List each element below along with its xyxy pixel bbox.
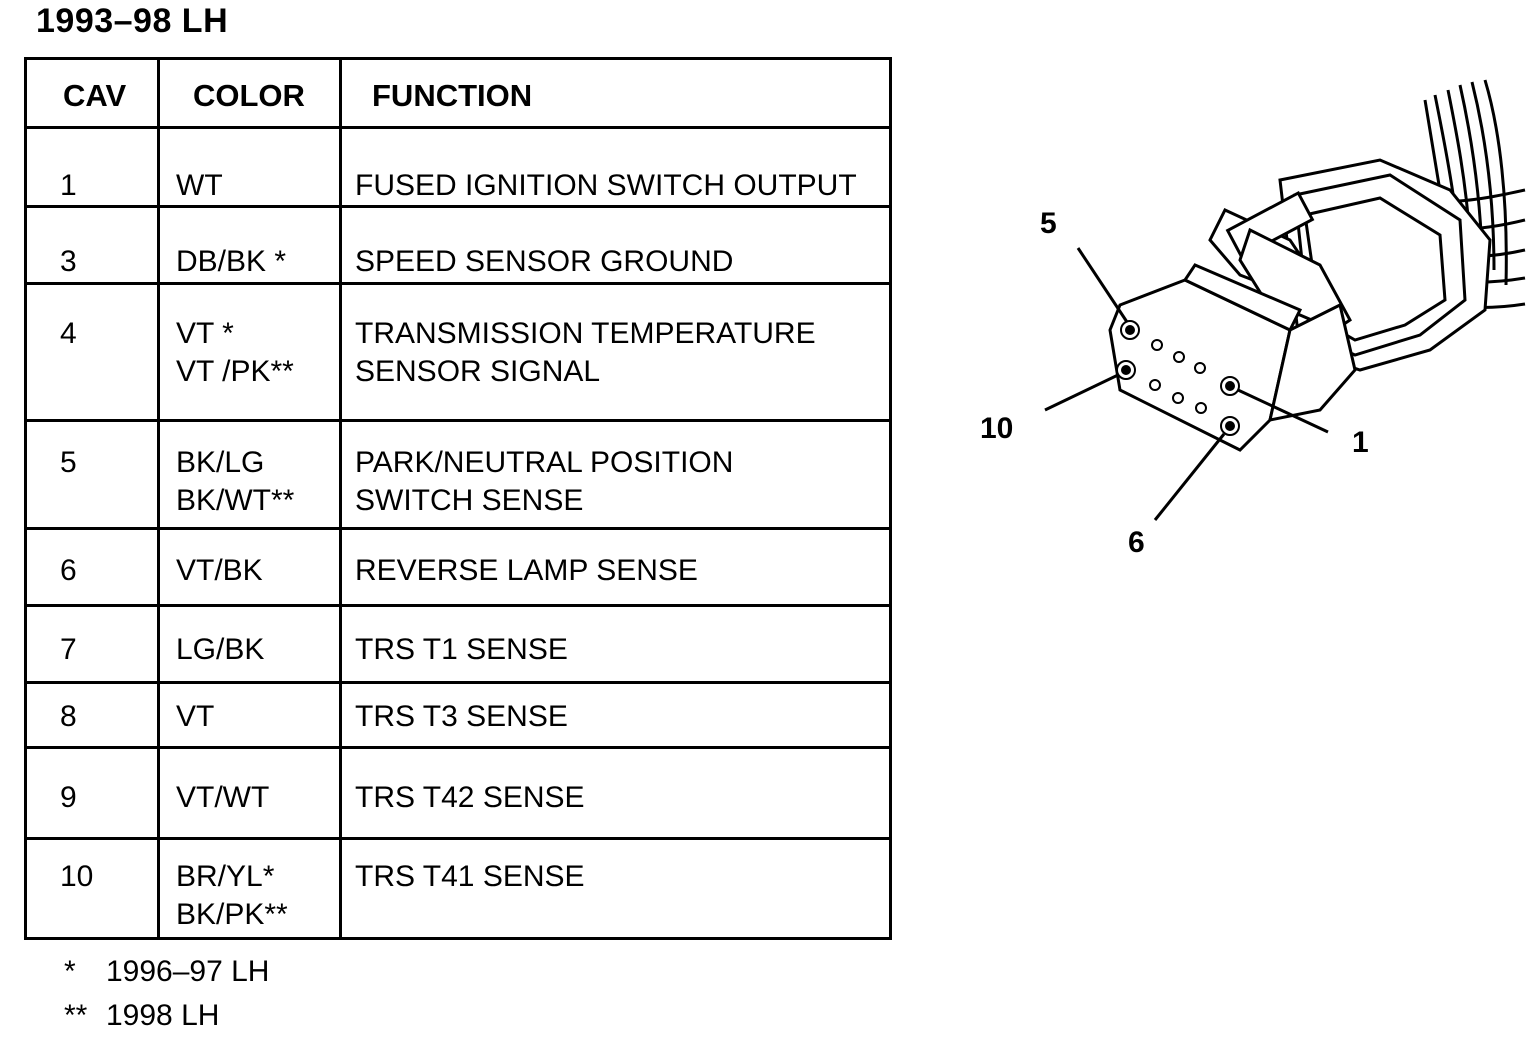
cell-color-line: LG/BK — [176, 633, 265, 666]
cell-color: DB/BK * — [157, 205, 342, 285]
cell-cav: 6 — [24, 527, 160, 607]
cell-color: LG/BK — [157, 604, 342, 684]
header-function: FUNCTION — [339, 57, 892, 129]
cell-color: VT/WT — [157, 746, 342, 840]
cell-function-line: TRANSMISSION TEMPERATURE — [355, 317, 816, 350]
cell-function: TRS T3 SENSE — [339, 681, 892, 749]
footnotes: * 1996–97 LH ** 1998 LH — [64, 950, 269, 1038]
cell-cav: 8 — [24, 681, 160, 749]
cell-color-line: VT * — [176, 317, 234, 350]
cell-color: BK/LG BK/WT** — [157, 419, 342, 530]
cell-function: TRS T42 SENSE — [339, 746, 892, 840]
cell-function: TRS T41 SENSE — [339, 837, 892, 940]
connector-cavities — [1116, 320, 1240, 436]
cell-color-line: VT/WT — [176, 781, 270, 814]
cell-color: VT * VT /PK** — [157, 282, 342, 422]
cell-cav-line: 4 — [60, 317, 77, 350]
cell-cav: 1 — [24, 126, 160, 208]
footnote: ** 1998 LH — [64, 994, 269, 1038]
table-row: 4 VT * VT /PK** TRANSMISSION TEMPERATURE SEN… — [24, 282, 892, 422]
cell-color-line: BR/YL* — [176, 860, 275, 893]
table-row: 7 LG/BK TRS T1 SENSE — [24, 604, 892, 684]
cell-function-line: SPEED SENSOR GROUND — [355, 245, 734, 278]
footnote: * 1996–97 LH — [64, 950, 269, 994]
cell-function-line: TRS T42 SENSE — [355, 781, 585, 814]
cell-cav-line: 9 — [60, 781, 77, 814]
cell-function: SPEED SENSOR GROUND — [339, 205, 892, 285]
callout-pin-10: 10 — [980, 412, 1013, 445]
cell-cav-line: 7 — [60, 633, 77, 666]
table-row: 5 BK/LG BK/WT** PARK/NEUTRAL POSITION SWITCH… — [24, 419, 892, 530]
table-row: 6 VT/BK REVERSE LAMP SENSE — [24, 527, 892, 607]
connector-housing — [1108, 158, 1492, 452]
cell-color-line: DB/BK * — [176, 245, 287, 278]
cell-cav: 5 — [24, 419, 160, 530]
cell-color-line: WT — [176, 169, 223, 202]
cell-cav-line: 5 — [60, 446, 77, 479]
cell-color-line: BK/PK** — [176, 898, 288, 931]
callout-pin-1: 1 — [1352, 426, 1369, 459]
pinout-table: CAV COLOR FUNCTION 1 WT FUSED IGNITION SWI… — [24, 57, 892, 940]
cell-function-line: SWITCH SENSE — [355, 484, 584, 517]
cell-function: PARK/NEUTRAL POSITION SWITCH SENSE — [339, 419, 892, 530]
cell-color: VT — [157, 681, 342, 749]
cell-color: WT — [157, 126, 342, 208]
cell-cav: 10 — [24, 837, 160, 940]
cell-function-line: FUSED IGNITION SWITCH OUTPUT — [355, 169, 857, 202]
table-row: 8 VT TRS T3 SENSE — [24, 681, 892, 749]
cell-color-line: BK/LG — [176, 446, 265, 479]
cell-cav-line: 10 — [60, 860, 94, 893]
cell-color-line: VT — [176, 700, 215, 733]
footnote-text: 1998 LH — [106, 999, 220, 1032]
footnote-mark: ** — [64, 999, 88, 1032]
cell-cav-line: 3 — [60, 245, 77, 278]
cell-function-line: TRS T3 SENSE — [355, 700, 568, 733]
table-row: 10 BR/YL* BK/PK** TRS T41 SENSE — [24, 837, 892, 940]
page-title: 1993–98 LH — [36, 2, 229, 40]
header-color: COLOR — [157, 57, 342, 129]
cell-function-line: REVERSE LAMP SENSE — [355, 554, 698, 587]
cell-function-line: TRS T41 SENSE — [355, 860, 585, 893]
cell-color-line: VT/BK — [176, 554, 263, 587]
cell-color: VT/BK — [157, 527, 342, 607]
table-header-row: CAV COLOR FUNCTION — [24, 57, 892, 129]
table-row: 9 VT/WT TRS T42 SENSE — [24, 746, 892, 840]
cell-cav: 7 — [24, 604, 160, 684]
cell-cav: 9 — [24, 746, 160, 840]
callout-pin-6: 6 — [1128, 526, 1145, 559]
leader-lines — [1044, 247, 1329, 521]
cell-cav-line: 1 — [60, 169, 77, 202]
connector-illustration: 5 10 1 6 — [980, 79, 1526, 559]
cell-function-line: SENSOR SIGNAL — [355, 355, 601, 388]
cell-function-line: TRS T1 SENSE — [355, 633, 568, 666]
table-row: 3 DB/BK * SPEED SENSOR GROUND — [24, 205, 892, 285]
cell-function-line: PARK/NEUTRAL POSITION — [355, 446, 734, 479]
cell-color-line: VT /PK** — [176, 355, 294, 388]
cell-cav: 3 — [24, 205, 160, 285]
cell-cav-line: 8 — [60, 700, 77, 733]
cell-function: FUSED IGNITION SWITCH OUTPUT — [339, 126, 892, 208]
footnote-text: 1996–97 LH — [106, 955, 270, 988]
callout-pin-5: 5 — [1040, 207, 1057, 240]
footnote-mark: * — [64, 955, 76, 988]
cell-cav-line: 6 — [60, 554, 77, 587]
cell-cav: 4 — [24, 282, 160, 422]
table-row: 1 WT FUSED IGNITION SWITCH OUTPUT — [24, 126, 892, 208]
header-cav: CAV — [24, 57, 160, 129]
cell-function: TRS T1 SENSE — [339, 604, 892, 684]
cell-function: TRANSMISSION TEMPERATURE SENSOR SIGNAL — [339, 282, 892, 422]
cell-color: BR/YL* BK/PK** — [157, 837, 342, 940]
cell-color-line: BK/WT** — [176, 484, 295, 517]
cell-function: REVERSE LAMP SENSE — [339, 527, 892, 607]
